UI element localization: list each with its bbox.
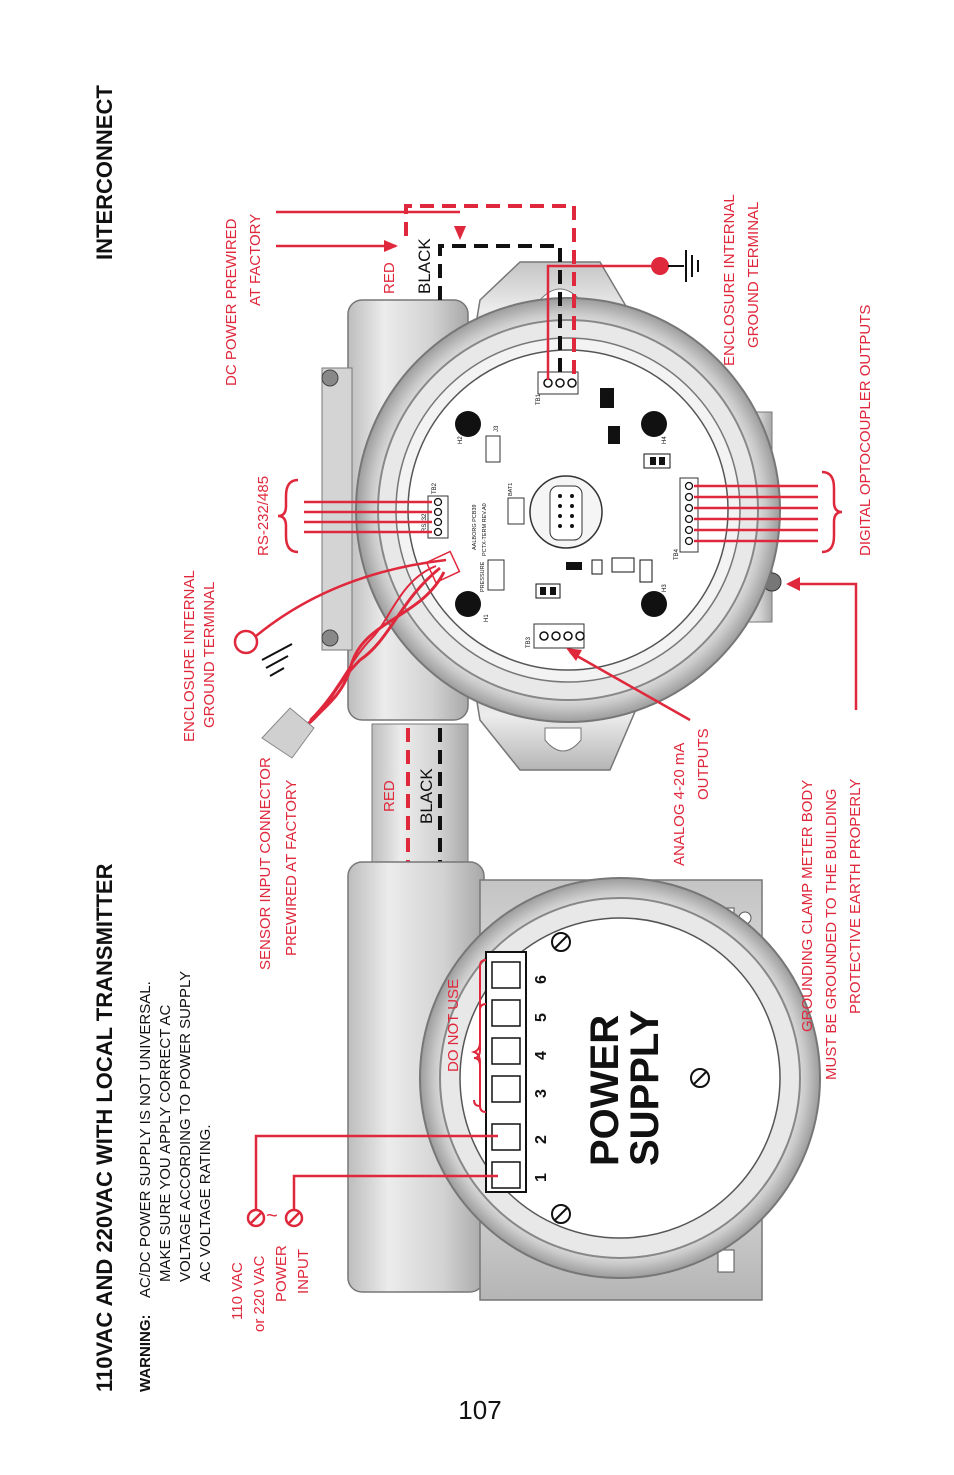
analog-arrow <box>566 648 691 722</box>
warning-block: WARNING: AC/DC POWER SUPPLY IS NOT UNIVE… <box>137 971 214 1392</box>
terminal-4: 4 <box>533 1051 550 1060</box>
conduit-red-label: RED <box>381 780 398 812</box>
warning-line-1: AC/DC POWER SUPPLY IS NOT UNIVERSAL. <box>137 981 154 1298</box>
grounding-arrow <box>786 577 858 710</box>
dc-power-line-2: AT FACTORY <box>247 214 264 306</box>
power-input-line-4: INPUT <box>295 1249 312 1294</box>
ground-right-line-2: GROUND TERMINAL <box>745 202 762 348</box>
sensor-connector-line-1: SENSOR INPUT CONNECTOR <box>257 757 274 970</box>
pcb-h1-label: H1 <box>484 614 490 622</box>
pcb-h3-label: H3 <box>662 584 668 592</box>
pcb-tb4-label: TB4 <box>674 548 680 560</box>
ground-left-line-2: GROUND TERMINAL <box>201 582 218 728</box>
warning-label: WARNING: <box>137 1315 154 1393</box>
ground-right <box>546 250 699 380</box>
pcb-h4-label: H4 <box>662 436 668 444</box>
power-input-line-3: POWER <box>273 1245 290 1302</box>
dc-power-wires <box>276 204 576 380</box>
grounding-line-1: GROUNDING CLAMP METER BODY <box>799 780 816 1032</box>
warning-line-3: VOLTAGE ACCORDING TO POWER SUPPLY <box>177 971 194 1282</box>
power-input-label: 110 VAC or 220 VAC POWER INPUT <box>229 1245 312 1332</box>
analog-line-2: OUTPUTS <box>695 728 712 800</box>
ac-input-wires: ~ <box>246 1134 498 1228</box>
main-title: 110VAC AND 220VAC WITH LOCAL TRANSMITTER <box>92 863 117 1392</box>
do-not-use-brace <box>470 959 487 1113</box>
pcb-tb3-label: TB3 <box>526 636 532 648</box>
rs232-wires <box>277 478 432 554</box>
pcb-j3-label: J3 <box>494 425 500 432</box>
do-not-use-label: DO NOT USE <box>445 979 462 1072</box>
interconnect-title: INTERCONNECT <box>92 85 117 260</box>
sensor-connector-line-2: PREWIRED AT FACTORY <box>283 780 300 956</box>
dc-power-line-1: DC POWER PREWIRED <box>223 218 240 386</box>
dc-red-label: RED <box>381 262 398 294</box>
digital-label: DIGITAL OPTOCOUPLER OUTPUTS <box>857 305 874 556</box>
terminal-5: 5 <box>533 1013 550 1022</box>
ac-symbol: ~ <box>266 1205 278 1227</box>
warning-line-2: MAKE SURE YOU APPLY CORRECT AC <box>157 1005 174 1282</box>
pcb-h2-label: H2 <box>458 436 464 444</box>
warning-line-4: AC VOLTAGE RATING. <box>197 1124 214 1282</box>
analog-line-1: ANALOG 4-20 mA <box>671 743 688 866</box>
ground-right-line-1: ENCLOSURE INTERNAL <box>721 194 738 366</box>
conduit <box>371 723 469 865</box>
page-number: 107 <box>458 1395 502 1425</box>
power-input-line-1: 110 VAC <box>229 1262 246 1320</box>
pcb-bat-label: BAT1 <box>508 483 514 496</box>
digital-output-wires <box>694 470 843 554</box>
pcb-tb1-label: TB1 <box>536 393 542 405</box>
conduit-black-label: BLACK <box>417 768 436 824</box>
power-supply-enclosure: 6 5 4 3 2 1 POWER SUPPLY <box>347 861 821 1301</box>
dc-black-label: BLACK <box>415 238 434 294</box>
terminal-6: 6 <box>533 975 550 984</box>
rs-label: RS-232/485 <box>255 476 272 556</box>
grounding-line-2: MUST BE GROUNDED TO THE BUILDING <box>823 789 840 1080</box>
supply-label: SUPPLY <box>623 1009 667 1166</box>
pcb-board-rev-label: PCTX-TERM REV.A0 <box>482 503 488 556</box>
terminal-3: 3 <box>533 1089 550 1098</box>
grounding-line-3: PROTECTIVE EARTH PROPERLY <box>847 779 864 1014</box>
terminal-1: 1 <box>533 1173 550 1182</box>
pcb-tb2-label: TB2 <box>432 482 438 494</box>
terminal-2: 2 <box>533 1135 550 1144</box>
transmitter-enclosure: TB1 TB2 TB3 TB4 PRESSURE J3 RS232 H2 H4 … <box>321 261 782 771</box>
ground-left-line-1: ENCLOSURE INTERNAL <box>181 570 198 742</box>
pcb-j2-label: PRESSURE <box>480 561 486 592</box>
pcb-board-label: AALBORG PCB39 <box>472 504 478 550</box>
power-label: POWER <box>583 1015 627 1166</box>
sensor-cable <box>233 558 447 759</box>
power-input-line-2: or 220 VAC <box>251 1255 268 1332</box>
